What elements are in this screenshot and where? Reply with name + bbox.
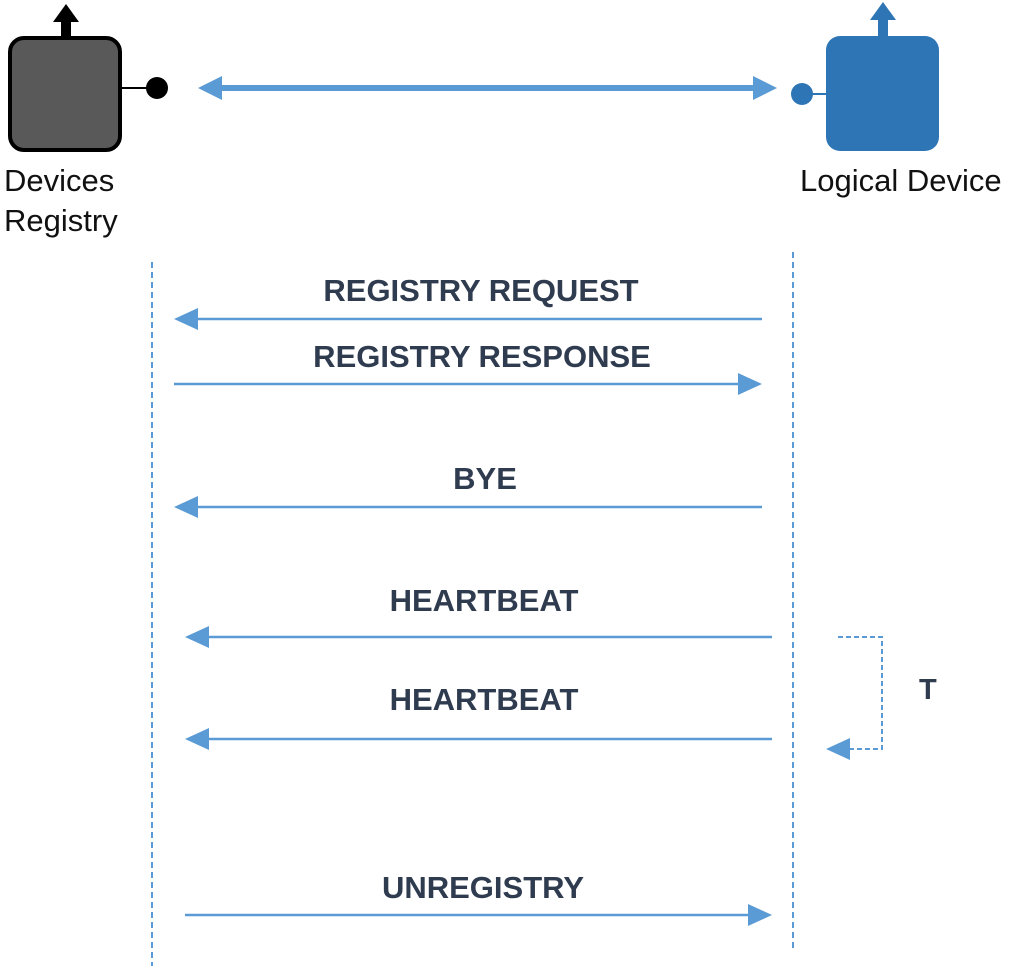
logical-device-port-icon bbox=[791, 83, 813, 105]
heartbeat-interval-bracket bbox=[826, 636, 883, 760]
message-label: UNREGISTRY bbox=[381, 870, 585, 905]
registry-up-arrow-icon bbox=[53, 4, 79, 40]
message-label: BYE bbox=[453, 461, 517, 496]
connection-double-arrow bbox=[198, 76, 777, 100]
devices-registry-label-line2: Registry bbox=[4, 203, 118, 238]
message-arrow bbox=[185, 904, 772, 926]
message-arrow bbox=[174, 373, 762, 395]
logical-device-up-arrow-icon bbox=[870, 2, 896, 38]
message-arrow bbox=[174, 496, 762, 518]
message-label: HEARTBEAT bbox=[389, 583, 579, 618]
logical-device-box-icon bbox=[826, 36, 939, 151]
registry-port-icon bbox=[146, 77, 168, 99]
devices-registry-actor bbox=[8, 4, 168, 152]
message-label: HEARTBEAT bbox=[389, 682, 579, 717]
message-label: REGISTRY RESPONSE bbox=[313, 339, 651, 374]
registry-box-icon bbox=[8, 36, 122, 152]
logical-device-label: Logical Device bbox=[800, 163, 1002, 198]
logical-device-actor bbox=[791, 2, 939, 151]
heartbeat-interval-label: T bbox=[919, 674, 937, 706]
message-arrow bbox=[174, 308, 762, 330]
message-arrow bbox=[185, 626, 772, 648]
devices-registry-label: Devices Registry bbox=[4, 161, 118, 241]
message-arrow bbox=[185, 728, 772, 750]
message-label: REGISTRY REQUEST bbox=[323, 273, 639, 308]
devices-registry-label-line1: Devices bbox=[4, 163, 115, 198]
